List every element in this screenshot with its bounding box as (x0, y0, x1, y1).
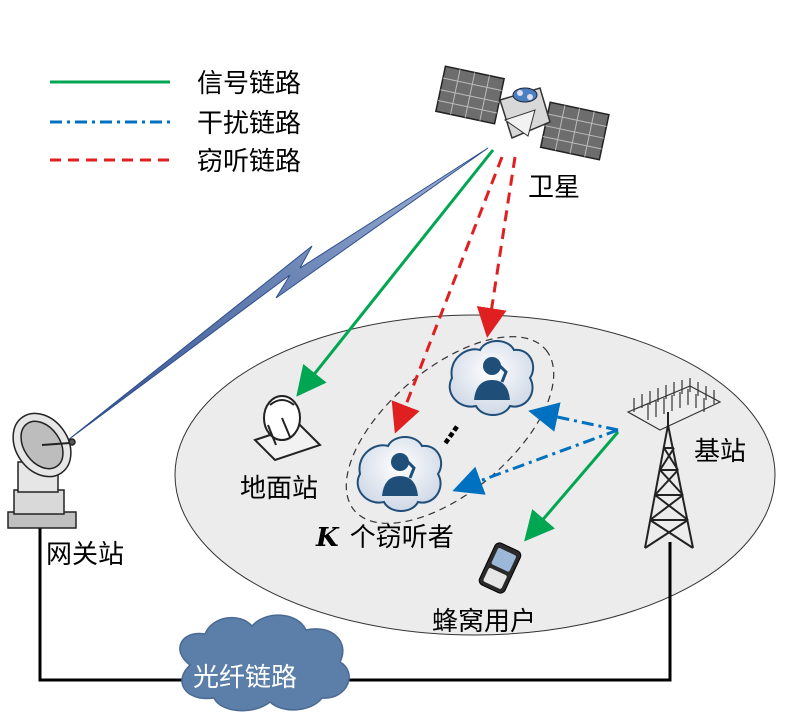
eavesdroppers-k: K (315, 523, 340, 553)
legend: 信号链路 干扰链路 窃听链路 (50, 69, 301, 177)
base-station-label: 基站 (694, 437, 746, 467)
satellite-label: 卫星 (528, 173, 580, 203)
signal-link-base-user (524, 431, 620, 542)
signal-link-satellite-ground (296, 149, 495, 397)
fiber-cloud-icon (179, 614, 350, 712)
cellular-user-label: 蜂窝用户 (432, 607, 536, 637)
ground-station-dish-icon (253, 395, 322, 462)
fiber-link-label: 光纤链路 (193, 663, 297, 693)
eavesdroppers-text: 个窃听者 (350, 523, 454, 553)
gateway-label: 网关站 (46, 540, 124, 570)
gateway-dish-icon (7, 412, 77, 529)
legend-eavesdrop-label: 窃听链路 (197, 147, 301, 177)
eavesdropper-icon (448, 340, 535, 416)
satellite-icon (434, 65, 610, 161)
base-station-tower-icon (626, 378, 722, 549)
eavesdropper-icon (356, 436, 443, 512)
legend-interference-label: 干扰链路 (197, 109, 301, 139)
fiber-link-line (38, 528, 672, 682)
interference-link-2 (452, 428, 619, 495)
eavesdrop-link-2 (391, 156, 504, 434)
lightning-link-icon (67, 147, 489, 441)
interference-link-1 (528, 402, 619, 432)
cellphone-icon (478, 542, 522, 594)
eavesdrop-link-1 (476, 156, 517, 338)
eavesdroppers-label: K 个窃听者 (315, 523, 454, 553)
ground-station-label: 地面站 (240, 474, 318, 504)
legend-signal-label: 信号链路 (197, 69, 301, 99)
